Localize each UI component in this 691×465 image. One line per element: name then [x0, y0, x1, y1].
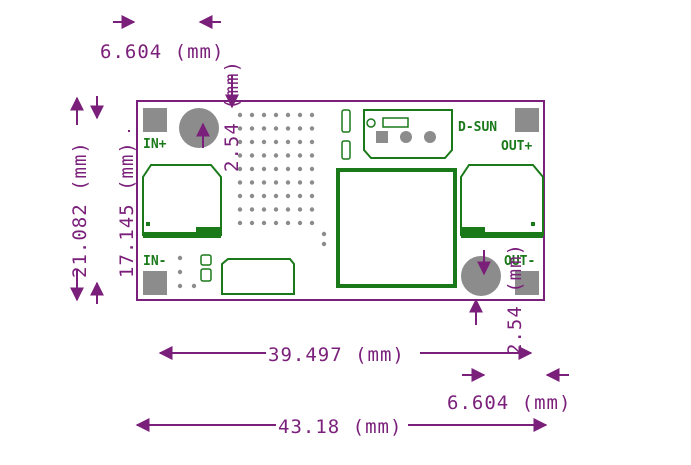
label-brand: D-SUN — [458, 120, 497, 135]
smd-component-top — [341, 109, 351, 160]
via — [297, 193, 303, 199]
via — [273, 207, 279, 212]
label-out-minus: OUT- — [504, 254, 535, 269]
via — [261, 153, 267, 158]
via — [237, 112, 243, 118]
dim-board-width: 43.18 (mm) — [278, 416, 402, 438]
mounting-hole-top — [179, 108, 219, 148]
via — [249, 180, 255, 185]
via — [261, 193, 267, 199]
via — [237, 180, 243, 185]
dim-top-pad-spacing: 6.604 (mm) — [100, 41, 224, 63]
via — [273, 153, 279, 158]
via — [273, 112, 279, 118]
via-grid — [177, 112, 327, 289]
dim-hole-offset-bottom: 2.54 (mm) — [504, 243, 526, 355]
via — [285, 166, 291, 172]
via — [309, 153, 315, 158]
via — [285, 180, 291, 185]
via — [285, 112, 291, 118]
via — [261, 220, 267, 226]
pad-in-minus — [143, 271, 167, 295]
via — [285, 193, 291, 199]
via — [309, 112, 315, 118]
via — [237, 193, 243, 199]
smd-diode — [221, 258, 295, 295]
pad-out-minus — [515, 271, 539, 295]
via — [297, 112, 303, 118]
via — [249, 220, 255, 226]
via — [297, 207, 303, 212]
via — [273, 139, 279, 145]
via — [285, 207, 291, 212]
via — [261, 180, 267, 185]
via — [273, 126, 279, 131]
via — [285, 126, 291, 131]
via — [177, 255, 183, 261]
via — [249, 153, 255, 158]
via — [177, 283, 183, 289]
dim-bottom-pad-spacing: 6.604 (mm) — [447, 392, 571, 414]
dim-pad-vertical-spacing: 17.145 (mm) — [116, 141, 138, 278]
via — [273, 180, 279, 185]
dim-board-height: 21.082 (mm) — [69, 141, 91, 278]
via — [261, 126, 267, 131]
via — [309, 193, 315, 199]
via — [285, 220, 291, 226]
via — [309, 220, 315, 226]
via — [297, 139, 303, 145]
label-out-plus: OUT+ — [501, 139, 532, 154]
via — [309, 166, 315, 172]
via — [273, 193, 279, 199]
via — [249, 193, 255, 199]
via — [249, 112, 255, 118]
via — [309, 180, 315, 185]
via — [249, 207, 255, 212]
input-capacitor — [142, 164, 222, 238]
via — [261, 112, 267, 118]
mounting-hole-bottom — [461, 256, 501, 296]
via — [237, 220, 243, 226]
via — [297, 220, 303, 226]
label-in-plus: IN+ — [143, 137, 167, 152]
via — [309, 139, 315, 145]
via — [297, 153, 303, 158]
via — [261, 166, 267, 172]
dim-hole-offset-top: 2.54 (mm) — [221, 60, 243, 172]
label-in-minus: IN- — [143, 254, 166, 269]
dim-pad-horizontal-spacing: 39.497 (mm) — [268, 344, 405, 366]
via — [321, 231, 327, 237]
via — [237, 139, 243, 145]
via — [261, 139, 267, 145]
via — [273, 166, 279, 172]
pad-out-plus — [515, 108, 539, 132]
via — [237, 166, 243, 172]
via — [249, 139, 255, 145]
via — [237, 207, 243, 212]
pad-in-plus — [143, 108, 167, 132]
via — [249, 126, 255, 131]
via — [297, 166, 303, 172]
via — [297, 126, 303, 131]
via — [285, 153, 291, 158]
ic-chip — [363, 109, 453, 159]
via — [321, 241, 327, 247]
output-capacitor — [460, 164, 544, 238]
via — [177, 269, 183, 275]
via — [237, 153, 243, 158]
via — [191, 283, 197, 289]
via — [249, 166, 255, 172]
via — [297, 180, 303, 185]
inductor — [336, 168, 457, 288]
via — [273, 220, 279, 226]
via — [285, 139, 291, 145]
smd-component-bottom — [200, 254, 212, 282]
via — [309, 126, 315, 131]
via — [309, 207, 315, 212]
via — [261, 207, 267, 212]
via — [237, 126, 243, 131]
